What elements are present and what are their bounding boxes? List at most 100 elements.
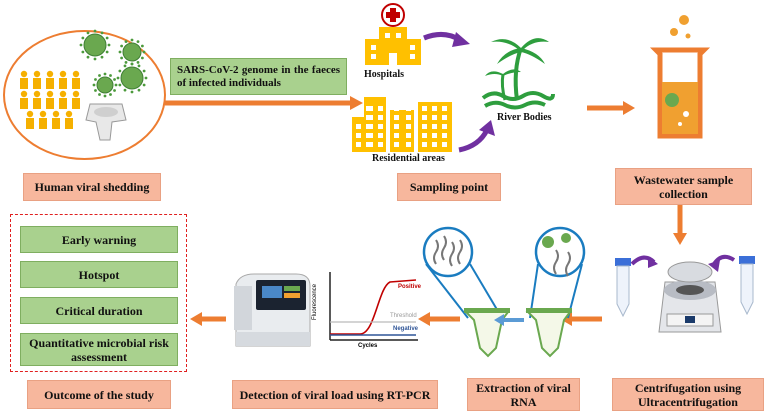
person-head xyxy=(33,90,41,98)
buildings-icon xyxy=(352,97,452,152)
beaker-icon xyxy=(649,15,711,139)
genome-text: SARS-CoV-2 genome in the faeces of infec… xyxy=(177,63,340,89)
river-label: River Bodies xyxy=(497,112,552,123)
detection-box: Detection of viral load using RT-PCR xyxy=(232,380,438,409)
building-window xyxy=(378,115,383,120)
tube-icon xyxy=(615,258,631,318)
arrow-tube-to-centrifuge xyxy=(708,254,736,272)
virus-spike xyxy=(118,83,122,87)
building-window xyxy=(378,106,383,111)
virus-spike xyxy=(98,93,101,96)
virus-spike xyxy=(142,83,146,87)
building-window xyxy=(422,115,427,120)
pcr-negative: Negative xyxy=(393,326,419,332)
toilet-icon xyxy=(85,103,127,141)
building-window xyxy=(406,115,411,120)
virus-spike xyxy=(124,40,128,44)
person-head xyxy=(33,70,41,78)
virus-spike xyxy=(137,88,141,92)
building-window xyxy=(368,115,373,120)
virus-spike xyxy=(103,94,107,98)
arrow-shedding-to-sampling xyxy=(165,96,363,110)
person-body xyxy=(20,98,28,109)
virus-spike xyxy=(79,43,83,47)
people-icon xyxy=(20,70,80,129)
person-body xyxy=(39,118,47,129)
building-window xyxy=(406,142,411,147)
virus-spike xyxy=(114,83,118,87)
pcr-threshold: Threshold xyxy=(390,313,417,319)
building-window xyxy=(394,124,399,129)
building-window xyxy=(394,133,399,138)
virus-spike xyxy=(116,76,120,80)
wastewater-box: Wastewater sample collection xyxy=(615,168,752,205)
virus-particle xyxy=(120,66,144,90)
building-window xyxy=(394,106,399,111)
arrow-extraction-to-pcr xyxy=(418,312,460,326)
tube-icon xyxy=(739,256,755,316)
person-head xyxy=(46,90,54,98)
sampling-point-label: Sampling point xyxy=(409,180,489,194)
person-head xyxy=(39,110,47,118)
virus-spike xyxy=(140,44,144,48)
building-window xyxy=(368,106,373,111)
virus-spike xyxy=(123,88,127,92)
building-window xyxy=(422,106,427,111)
virus-spike xyxy=(118,50,122,54)
outcome-box: Outcome of the study xyxy=(27,380,171,409)
building-window xyxy=(394,142,399,147)
outcome-container xyxy=(10,214,187,372)
centrifugation-label: Centrifugation using Ultracentrifugation xyxy=(634,380,742,409)
virus-spike xyxy=(142,50,146,54)
person-body xyxy=(72,98,80,109)
virus-spike xyxy=(94,89,97,92)
arrow-tube-to-centrifuge xyxy=(630,255,658,268)
outcome-item-label: Quantitative microbial risk assessment xyxy=(29,335,169,364)
pcr-chart xyxy=(329,272,418,341)
virus-spike xyxy=(118,69,122,73)
virus-spike xyxy=(109,93,112,96)
virus-spike xyxy=(113,89,116,92)
person-head xyxy=(52,110,60,118)
person-body xyxy=(52,118,60,129)
pcr-positive: Positive xyxy=(398,284,422,290)
building-window xyxy=(442,115,447,120)
centrifuge-icon xyxy=(658,261,722,333)
person-head xyxy=(72,70,80,78)
arrow-down-to-centrifuge xyxy=(673,205,687,245)
building-window xyxy=(432,115,437,120)
person-head xyxy=(20,70,28,78)
virus-spike xyxy=(105,50,109,54)
building-window xyxy=(422,133,427,138)
outcome-item: Hotspot xyxy=(20,261,178,288)
residential-label: Residential areas xyxy=(372,153,445,164)
arrow-river-to-beaker xyxy=(587,101,635,115)
human-shedding-box: Human viral shedding xyxy=(23,173,161,201)
virus-particle xyxy=(122,42,142,62)
virus-particle xyxy=(96,76,114,94)
virus-spike xyxy=(93,29,97,33)
virus-spike xyxy=(113,78,116,81)
building-window xyxy=(368,133,373,138)
outcome-item: Critical duration xyxy=(20,297,178,324)
person-head xyxy=(72,90,80,98)
person-head xyxy=(20,90,28,98)
building-window xyxy=(406,124,411,129)
outcome-item: Quantitative microbial risk assessment xyxy=(20,333,178,366)
hospital-icon xyxy=(365,3,421,65)
virus-spike xyxy=(93,57,97,61)
person-head xyxy=(59,70,67,78)
building-window xyxy=(442,124,447,129)
wastewater-label: Wastewater sample collection xyxy=(633,172,734,201)
outcome-item-label: Hotspot xyxy=(78,267,120,282)
person-body xyxy=(33,78,41,89)
genome-box: SARS-CoV-2 genome in the faeces of infec… xyxy=(170,58,347,95)
person-body xyxy=(20,78,28,89)
virus-spike xyxy=(86,55,90,59)
virus-spike xyxy=(107,43,111,47)
extraction-icon xyxy=(422,226,586,358)
outcome-item-label: Critical duration xyxy=(55,303,143,318)
virus-spike xyxy=(124,60,128,64)
arrow-pcr-to-outcome xyxy=(190,312,226,326)
arrow-residential-to-river xyxy=(458,120,495,153)
